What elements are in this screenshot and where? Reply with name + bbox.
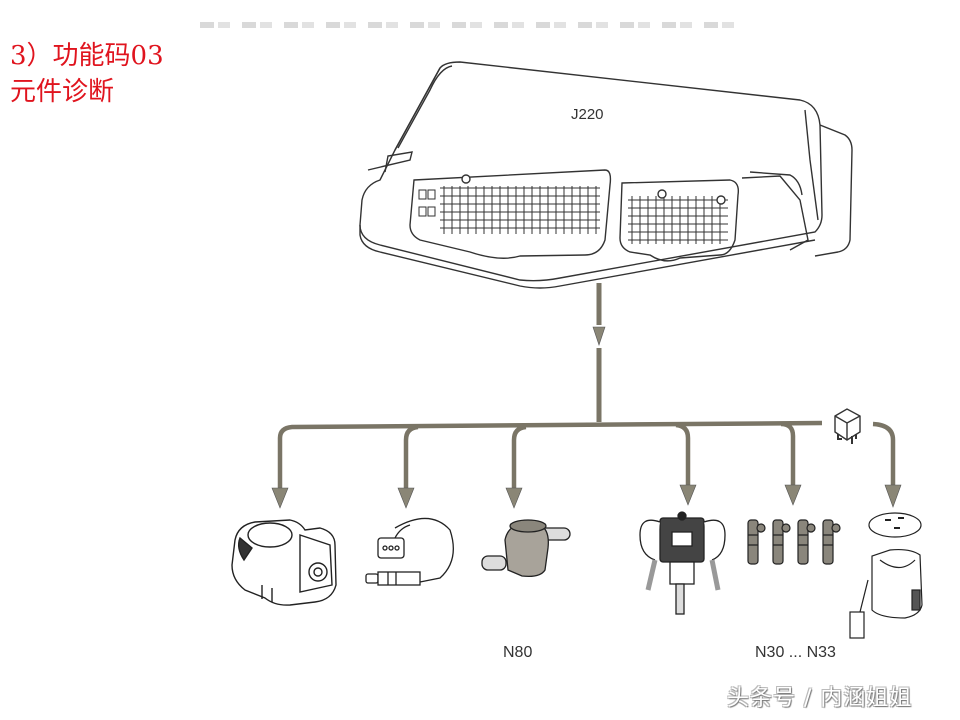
engine-control-unit-icon [359, 61, 853, 289]
ignition-coil-icon [639, 511, 726, 615]
title-line-1: 3）功能码03 [10, 41, 164, 71]
watermark: 头条号 / 内涵姐姐 [727, 686, 913, 711]
faded-header-text [200, 22, 740, 28]
signal-bus [277, 420, 896, 500]
title-line-2: 元件诊断 [10, 77, 115, 107]
relay-icon [834, 408, 861, 444]
solenoid-valve-label: N80 [503, 644, 533, 661]
arrowheads [271, 484, 902, 509]
throttle-body-icon [231, 519, 337, 606]
fuel-injector-icon [747, 519, 841, 565]
slide-title: 3）功能码03 元件诊断 [10, 38, 164, 110]
signal-trunk [592, 283, 606, 422]
oxygen-sensor-icon [365, 517, 454, 586]
solenoid-valve-icon [481, 519, 571, 578]
ecu-label: J220 [571, 106, 604, 123]
injectors-label: N30 ... N33 [755, 644, 836, 661]
fuel-pump-icon [849, 512, 923, 639]
